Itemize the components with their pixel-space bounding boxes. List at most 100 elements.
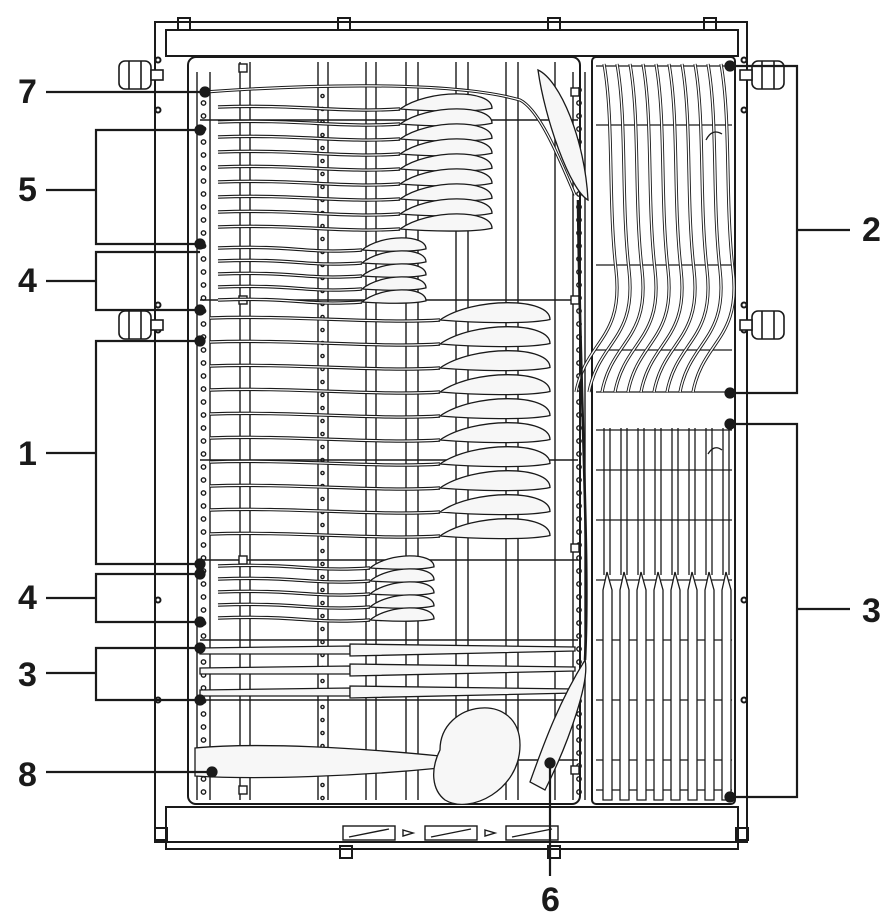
rail-dot bbox=[320, 782, 325, 788]
utensil-stem-fill bbox=[217, 298, 363, 304]
frame-hole bbox=[154, 301, 162, 309]
rail-dot bbox=[320, 600, 325, 606]
strip-dot bbox=[200, 503, 207, 509]
frame-hole bbox=[740, 596, 748, 604]
strip-dot bbox=[200, 269, 207, 275]
strip-dot bbox=[200, 776, 207, 782]
bottom-clip bbox=[339, 845, 353, 859]
knife-handle bbox=[199, 665, 351, 675]
rail-dot bbox=[320, 717, 325, 723]
upper-serving-spoon bbox=[398, 93, 493, 112]
strip-dot bbox=[200, 477, 207, 483]
table-spoon bbox=[438, 374, 551, 396]
utensil-stem-fill bbox=[209, 388, 441, 394]
rail-clip bbox=[570, 87, 580, 97]
hanging-fork-fill bbox=[653, 63, 696, 393]
strip-dot bbox=[200, 451, 207, 457]
rail-dot bbox=[320, 431, 325, 437]
leader-dot bbox=[724, 60, 736, 72]
leader-dot bbox=[544, 757, 556, 769]
dessert-spoon-lower bbox=[368, 581, 435, 596]
rail-dot bbox=[320, 587, 325, 593]
strip-dot bbox=[576, 776, 582, 782]
strip-dot bbox=[200, 737, 207, 743]
upper-serving-spoon bbox=[398, 213, 493, 232]
rail-dot bbox=[320, 353, 325, 359]
utensil-stem-fill bbox=[217, 564, 371, 570]
knife-blade bbox=[721, 571, 732, 801]
frame-hole bbox=[154, 56, 162, 64]
rack-wheels bbox=[118, 60, 785, 340]
strip-dot bbox=[200, 113, 207, 119]
rail-dot bbox=[320, 158, 325, 164]
strip-dot bbox=[200, 256, 207, 262]
strip-dot bbox=[200, 607, 207, 613]
rail-dot bbox=[320, 392, 325, 398]
utensils bbox=[194, 68, 589, 805]
dessert-spoon-upper bbox=[360, 289, 427, 304]
strip-dot bbox=[576, 412, 582, 418]
bracket-3-left bbox=[94, 646, 200, 702]
rail-dot bbox=[320, 379, 325, 385]
strip-dot bbox=[576, 490, 582, 496]
turner-blade bbox=[529, 658, 587, 791]
next-arrow bbox=[402, 829, 416, 837]
rail-dot bbox=[320, 678, 325, 684]
strip-dot bbox=[576, 646, 582, 652]
hanging-fork-fill bbox=[692, 63, 735, 393]
dessert-spoon-upper bbox=[360, 276, 427, 291]
side-compartment bbox=[591, 56, 736, 805]
rail-dot bbox=[320, 184, 325, 190]
leader-dot bbox=[724, 387, 736, 399]
hanging-fork-fill bbox=[588, 63, 631, 393]
strip-dot bbox=[200, 191, 207, 197]
wheel-axle bbox=[150, 319, 164, 331]
strip-dot bbox=[576, 100, 582, 106]
upper-serving-spoon bbox=[398, 108, 493, 127]
rail-dot bbox=[320, 561, 325, 567]
strip-dot bbox=[200, 581, 207, 587]
leader-dot bbox=[194, 642, 206, 654]
dessert-spoon-lower bbox=[368, 568, 435, 583]
knife-blade bbox=[653, 571, 664, 801]
strip-dot bbox=[576, 425, 582, 431]
rail-dot bbox=[320, 613, 325, 619]
strip-dot bbox=[200, 425, 207, 431]
top-clip bbox=[703, 17, 717, 31]
rail-dot bbox=[320, 171, 325, 177]
leader-dot bbox=[724, 791, 736, 803]
wheel-axle bbox=[739, 69, 753, 81]
leader-dot bbox=[194, 616, 206, 628]
callout-leaders bbox=[46, 60, 850, 876]
knife-blade bbox=[619, 571, 630, 801]
knife-blade bbox=[704, 571, 715, 801]
callout-3-left: 3 bbox=[18, 656, 37, 694]
strip-dot bbox=[200, 529, 207, 535]
rail-clip bbox=[238, 63, 248, 73]
strip-dot bbox=[200, 438, 207, 444]
leader-dot bbox=[206, 766, 218, 778]
strip-dot bbox=[576, 594, 582, 600]
rail-clip bbox=[570, 765, 580, 775]
knife-handle bbox=[199, 687, 351, 697]
strip-dot bbox=[200, 659, 207, 665]
table-spoon bbox=[438, 422, 551, 444]
strip-dot bbox=[576, 750, 582, 756]
top-clip bbox=[337, 17, 351, 31]
upper-serving-spoon bbox=[398, 123, 493, 142]
hanging-fork-fill bbox=[640, 63, 683, 393]
rail-dot bbox=[320, 639, 325, 645]
rail-clip bbox=[570, 295, 580, 305]
strip-dot bbox=[200, 360, 207, 366]
strip-dot bbox=[576, 516, 582, 522]
utensil-stem-fill bbox=[217, 577, 371, 583]
leader-dot bbox=[194, 304, 206, 316]
utensil-stem-fill bbox=[209, 508, 441, 514]
utensil-stem-fill bbox=[209, 364, 441, 370]
bottom-clip bbox=[547, 845, 561, 859]
strip-dot bbox=[576, 555, 582, 561]
side-hook bbox=[707, 447, 723, 455]
upper-serving-spoon bbox=[398, 183, 493, 202]
turner-handle bbox=[576, 199, 588, 661]
strip-dot bbox=[200, 542, 207, 548]
